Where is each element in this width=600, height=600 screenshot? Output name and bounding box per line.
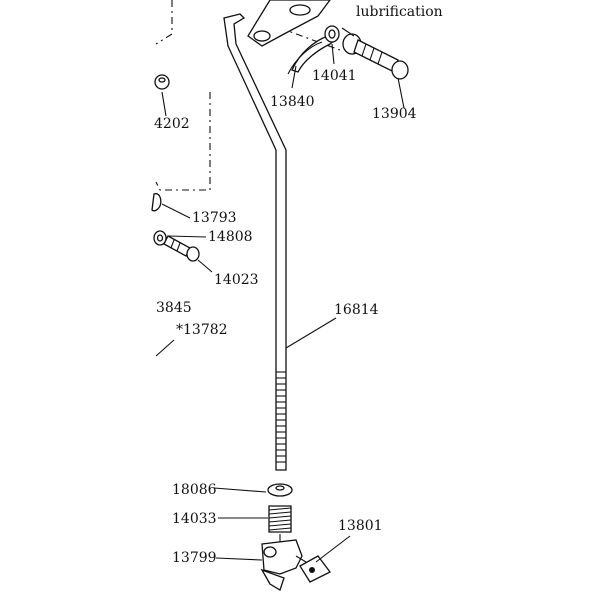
- rod-threads: [276, 371, 286, 463]
- label-14041: 14041: [312, 68, 357, 84]
- label-14033: 14033: [172, 511, 217, 527]
- spring-14033: [268, 505, 292, 544]
- guide-line-left: [155, 0, 211, 191]
- washer-14808: [153, 230, 167, 246]
- label-13904: 13904: [372, 106, 417, 122]
- screw-14023: [163, 235, 200, 262]
- label-lubrification: lubrification: [356, 4, 443, 20]
- bolt-13904: [342, 33, 409, 80]
- leader-lines: [155, 27, 405, 563]
- rod-16814: [223, 13, 287, 471]
- label-4202: 4202: [154, 116, 190, 132]
- lever-plate: [247, 0, 331, 47]
- label-18086: 18086: [172, 482, 217, 498]
- label-14023: 14023: [214, 272, 259, 288]
- clip-13801: [299, 555, 331, 583]
- washer-18086: [267, 483, 293, 497]
- label-13801: 13801: [338, 518, 383, 534]
- label-13799: 13799: [172, 550, 217, 566]
- part-13793: [151, 193, 162, 212]
- nut-4202: [154, 74, 170, 90]
- label-16814: 16814: [334, 302, 379, 318]
- washer-14041: [324, 25, 340, 43]
- label-13782: *13782: [176, 322, 228, 338]
- label-13840: 13840: [270, 94, 315, 110]
- label-13793: 13793: [192, 210, 237, 226]
- label-14808: 14808: [208, 229, 253, 245]
- label-3845: 3845: [156, 300, 192, 316]
- clamp-13799: [260, 539, 307, 591]
- guide-line-right: [279, 27, 341, 51]
